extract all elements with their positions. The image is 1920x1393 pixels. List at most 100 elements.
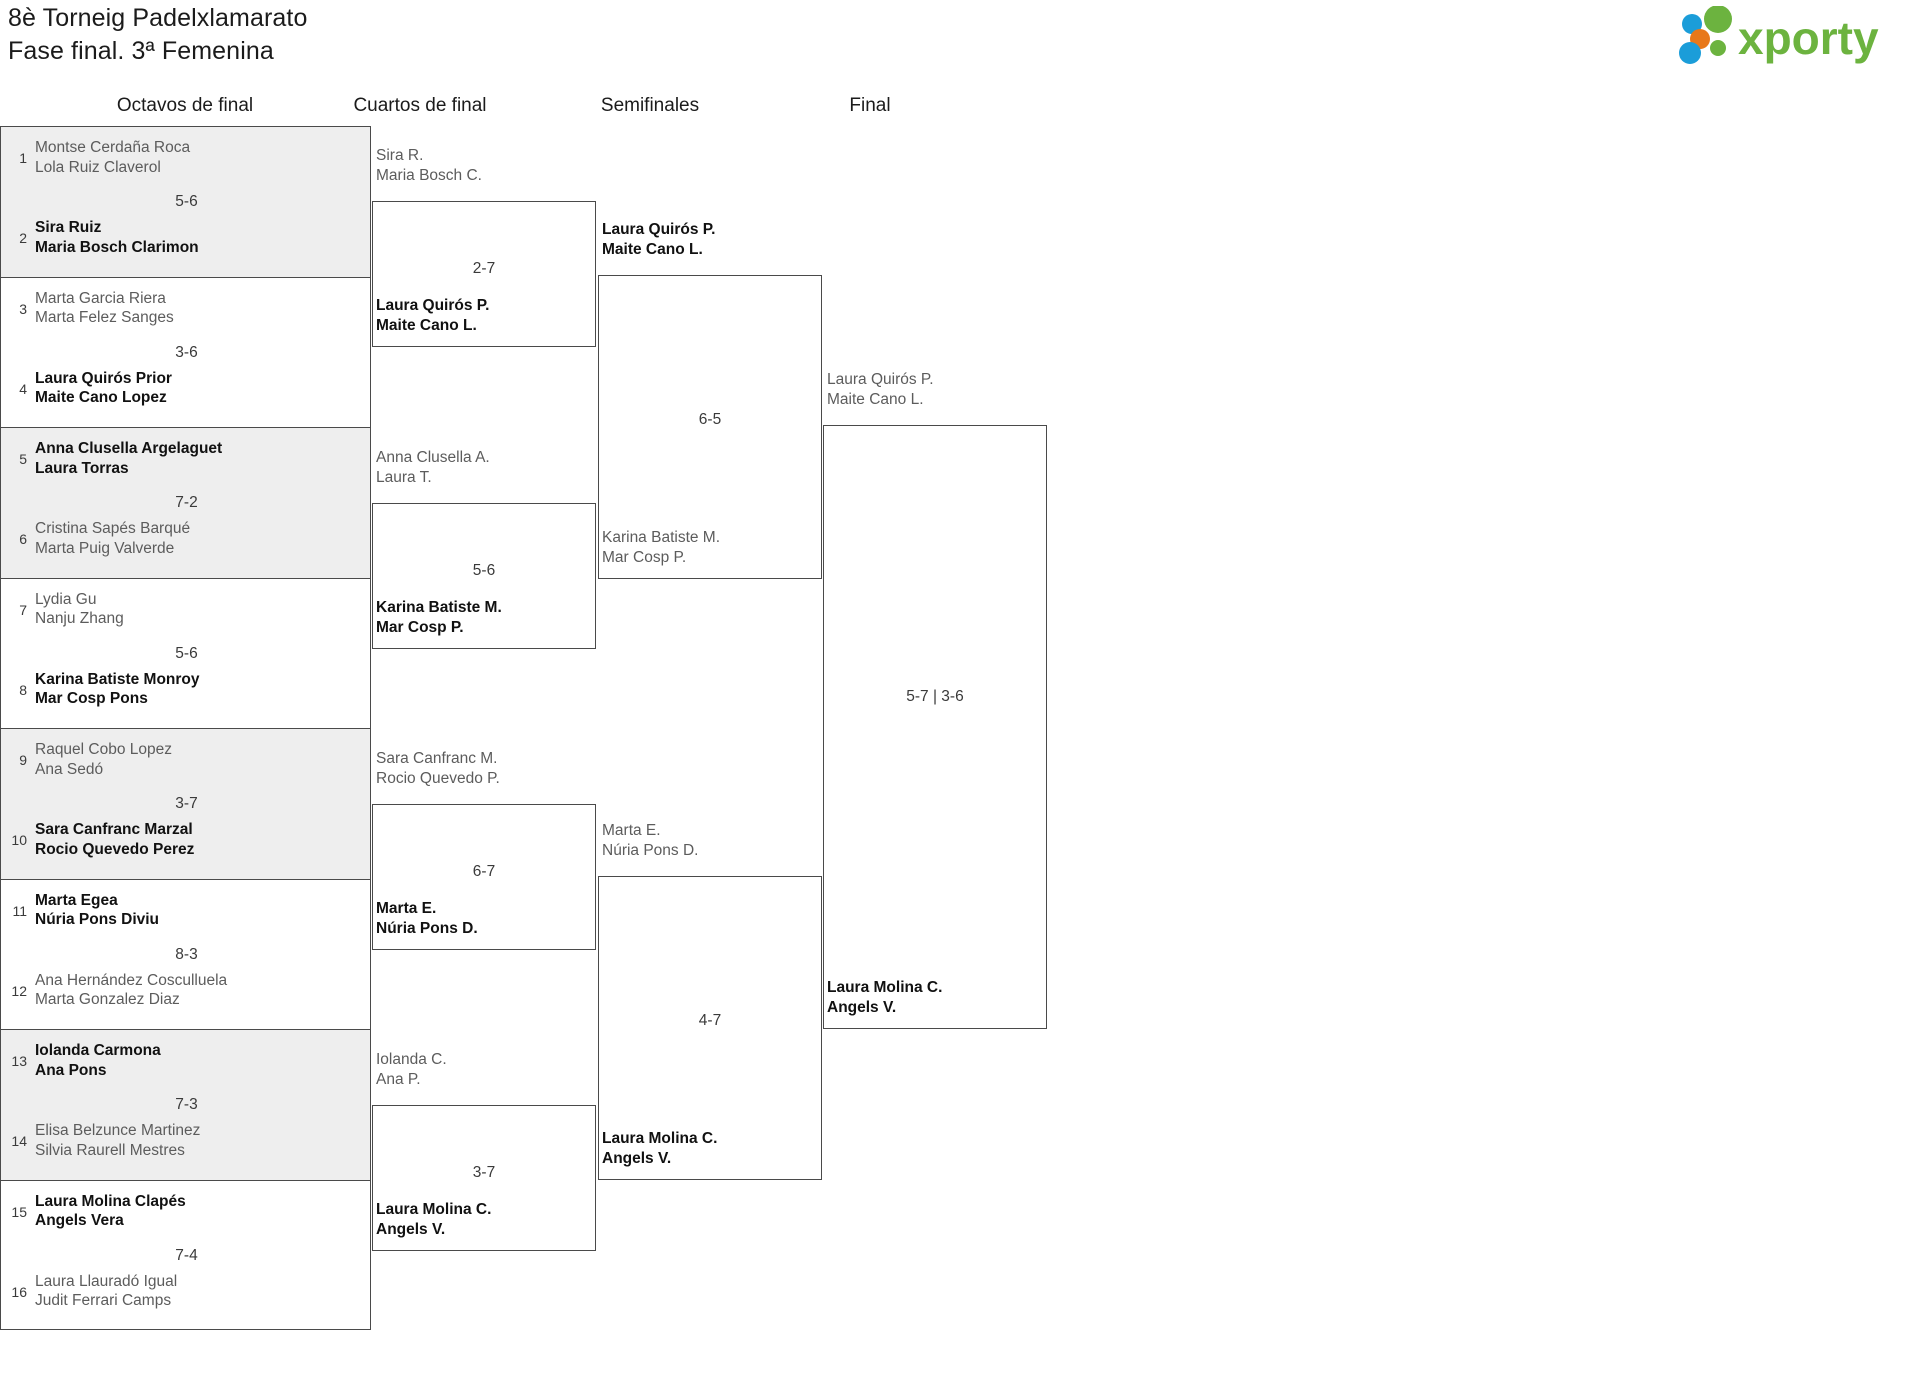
match-sf-1[interactable]: 6-5 [598,275,822,579]
match-r16-4[interactable]: 7 Lydia Gu Nanju Zhang 5-6 8 Karina Bati… [0,577,372,728]
seed-number: 8 [19,681,27,698]
logo-wordmark: xporty [1738,12,1879,64]
qf3-team-bottom[interactable]: Marta E. Núria Pons D. [376,900,478,937]
team-slot-8[interactable]: 8 Karina Batiste Monroy Mar Cosp Pons [1,670,372,709]
match-score: 8-3 [175,945,198,963]
seed-number: 11 [12,902,27,919]
seed-number: 3 [19,300,27,317]
team-slot-3[interactable]: 3 Marta Garcia Riera Marta Felez Sanges [1,289,372,328]
sf1-team-top[interactable]: Laura Quirós P. Maite Cano L. [602,221,716,258]
tournament-phase: Fase final. 3ª Femenina [8,37,274,65]
team-slot-2[interactable]: 2 Sira Ruiz Maria Bosch Clarimon [1,218,372,257]
team-slot-12[interactable]: 12 Ana Hernández Cosculluela Marta Gonza… [1,971,372,1010]
sf1-team-bottom[interactable]: Karina Batiste M. Mar Cosp P. [602,529,721,566]
seed-number: 4 [19,380,27,397]
match-score: 6-7 [472,863,496,880]
match-qf-3[interactable]: 6-7 [372,804,596,950]
match-qf-1[interactable]: 2-7 [372,201,596,347]
team-names: Laura Llauradó Igual Judit Ferrari Camps [35,1272,178,1310]
match-score: 5-6 [472,562,496,579]
match-r16-6[interactable]: 11 Marta Egea Núria Pons Diviu 8-3 12 An… [0,878,372,1029]
seed-number: 12 [11,982,27,999]
team-slot-15[interactable]: 15 Laura Molina Clapés Angels Vera [1,1192,372,1231]
match-final[interactable]: 5-7 | 3-6 [823,425,1047,1029]
match-score: 3-7 [175,795,198,812]
seed-number: 13 [11,1053,27,1069]
match-score: 3-7 [472,1164,496,1181]
team-slot-6[interactable]: 6 Cristina Sapés Barqué Marta Puig Valve… [1,519,372,558]
team-slot-10[interactable]: 10 Sara Canfranc Marzal Rocio Quevedo Pe… [1,820,372,859]
match-score: 2-7 [472,260,496,277]
team-names: Karina Batiste Monroy Mar Cosp Pons [35,670,200,708]
round-header-octavos: Octavos de final [116,95,254,116]
round-header-final: Final [849,95,891,116]
team-names: Montse Cerdaña Roca Lola Ruiz Claverol [35,139,191,176]
match-r16-2[interactable]: 3 Marta Garcia Riera Marta Felez Sanges … [0,276,372,427]
match-score: 5-6 [175,644,198,662]
round-header-cuartos: Cuartos de final [353,95,487,116]
match-qf-2[interactable]: 5-6 [372,503,596,649]
seed-number: 9 [19,752,27,768]
match-r16-7[interactable]: 13 Iolanda Carmona Ana Pons 7-3 14 Elisa… [0,1029,371,1180]
seed-number: 15 [11,1203,27,1220]
team-slot-16[interactable]: 16 Laura Llauradó Igual Judit Ferrari Ca… [1,1272,372,1311]
final-team-bottom[interactable]: Laura Molina C. Angels V. [827,979,943,1016]
qf1-team-top[interactable]: Sira R. Maria Bosch C. [376,147,482,184]
team-slot-5[interactable]: 5 Anna Clusella Argelaguet Laura Torras [1,439,372,478]
logo-dot-blue-top [1682,14,1702,34]
qf2-team-bottom[interactable]: Karina Batiste M. Mar Cosp P. [376,599,502,636]
match-score: 7-3 [175,1096,198,1113]
match-score: 6-5 [698,411,722,428]
match-r16-3[interactable]: 5 Anna Clusella Argelaguet Laura Torras … [0,427,371,578]
match-score: 4-7 [698,1012,722,1029]
qf2-team-top[interactable]: Anna Clusella A. Laura T. [376,449,490,486]
sf2-team-bottom[interactable]: Laura Molina C. Angels V. [602,1130,718,1167]
sf2-team-top[interactable]: Marta E. Núria Pons D. [602,822,699,859]
match-score: 7-4 [175,1246,198,1264]
team-slot-14[interactable]: 14 Elisa Belzunce Martinez Silvia Raurel… [1,1121,372,1160]
team-names: Iolanda Carmona Ana Pons [35,1042,161,1079]
qf4-team-top[interactable]: Iolanda C. Ana P. [376,1051,447,1088]
final-team-top[interactable]: Laura Quirós P. Maite Cano L. [827,371,934,408]
seed-number: 16 [11,1283,27,1300]
team-slot-9[interactable]: 9 Raquel Cobo Lopez Ana Sedó [1,740,372,779]
match-r16-5[interactable]: 9 Raquel Cobo Lopez Ana Sedó 3-7 10 Sara… [0,728,371,879]
match-r16-1[interactable]: 1 Montse Cerdaña Roca Lola Ruiz Claverol… [0,126,371,277]
seed-number: 7 [19,601,27,618]
qf4-team-bottom[interactable]: Laura Molina C. Angels V. [376,1201,492,1238]
xporty-logo[interactable]: xporty [1670,6,1902,64]
logo-dot-green-small [1710,40,1726,56]
match-qf-4[interactable]: 3-7 [372,1105,596,1251]
team-names: Sira Ruiz Maria Bosch Clarimon [35,219,199,256]
match-r16-8[interactable]: 15 Laura Molina Clapés Angels Vera 7-4 1… [0,1179,372,1330]
qf1-team-bottom[interactable]: Laura Quirós P. Maite Cano L. [376,297,490,334]
team-names: Anna Clusella Argelaguet Laura Torras [35,440,223,477]
seed-number: 10 [11,832,27,848]
team-names: Marta Garcia Riera Marta Felez Sanges [35,289,174,327]
match-score: 5-6 [175,193,198,210]
logo-dot-blue-bottom [1679,42,1701,64]
team-names: Marta Egea Núria Pons Diviu [35,891,160,929]
team-names: Ana Hernández Cosculluela Marta Gonzalez… [35,971,228,1009]
round-header-semifinales: Semifinales [600,95,700,116]
team-slot-13[interactable]: 13 Iolanda Carmona Ana Pons [1,1041,372,1080]
seed-number: 6 [19,531,27,547]
match-score: 7-2 [175,494,198,511]
team-names: Raquel Cobo Lopez Ana Sedó [35,741,173,778]
team-slot-11[interactable]: 11 Marta Egea Núria Pons Diviu [1,891,372,930]
team-names: Elisa Belzunce Martinez Silvia Raurell M… [35,1122,201,1159]
seed-number: 5 [19,451,27,467]
team-slot-4[interactable]: 4 Laura Quirós Prior Maite Cano Lopez [1,369,372,408]
qf3-team-top[interactable]: Sara Canfranc M. Rocio Quevedo P. [376,750,500,787]
tournament-name: 8è Torneig Padelxlamarato [8,4,308,32]
match-sf-2[interactable]: 4-7 [598,876,822,1180]
team-names: Cristina Sapés Barqué Marta Puig Valverd… [35,520,191,557]
match-score: 5-7 | 3-6 [906,688,964,705]
round-octavos-column: 1 Montse Cerdaña Roca Lola Ruiz Claverol… [0,126,371,1330]
seed-number: 1 [19,150,27,166]
team-names: Laura Molina Clapés Angels Vera [35,1192,186,1230]
team-slot-7[interactable]: 7 Lydia Gu Nanju Zhang [1,590,372,629]
team-slot-1[interactable]: 1 Montse Cerdaña Roca Lola Ruiz Claverol [1,138,372,177]
page-title: 8è Torneig Padelxlamarato Fase final. 3ª… [8,2,307,68]
